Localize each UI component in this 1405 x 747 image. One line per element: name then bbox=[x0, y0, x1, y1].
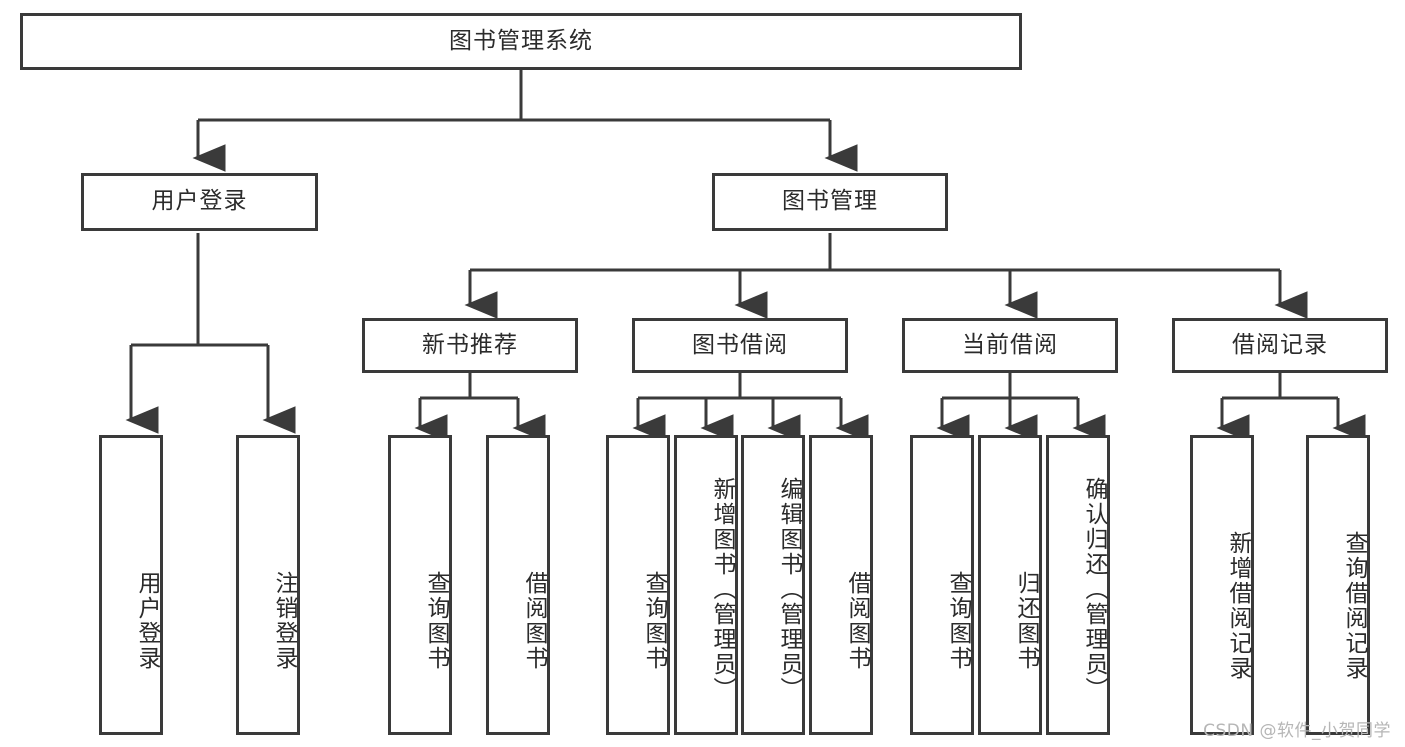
leaf-user-login-0[interactable]: 用户登录 bbox=[99, 435, 163, 735]
node-new-book-recommend-label: 新书推荐 bbox=[422, 331, 518, 358]
node-book-manage[interactable]: 图书管理 bbox=[712, 173, 948, 231]
leaf-current-borrow-2[interactable]: 确认归还（管理员） bbox=[1046, 435, 1110, 735]
leaf-book-borrow-0[interactable]: 查询图书 bbox=[606, 435, 670, 735]
leaf-book-borrow-3-label: 借阅图书 bbox=[844, 571, 870, 671]
leaf-book-borrow-0-label: 查询图书 bbox=[641, 571, 667, 671]
leaf-book-borrow-1[interactable]: 新增图书（管理员） bbox=[674, 435, 738, 735]
node-book-borrow-label: 图书借阅 bbox=[692, 331, 788, 358]
leaf-current-borrow-1-label: 归还图书 bbox=[1013, 571, 1039, 671]
leaf-book-borrow-1-label: 新增图书（管理员） bbox=[709, 476, 735, 702]
node-user-login[interactable]: 用户登录 bbox=[81, 173, 318, 231]
leaf-new-book-0-label: 查询图书 bbox=[423, 571, 449, 671]
leaf-borrow-records-0-label: 新增借阅记录 bbox=[1225, 531, 1251, 681]
node-root[interactable]: 图书管理系统 bbox=[20, 13, 1022, 70]
leaf-user-login-0-label: 用户登录 bbox=[134, 571, 160, 671]
leaf-current-borrow-0[interactable]: 查询图书 bbox=[910, 435, 974, 735]
node-new-book-recommend[interactable]: 新书推荐 bbox=[362, 318, 578, 373]
leaf-book-borrow-3[interactable]: 借阅图书 bbox=[809, 435, 873, 735]
leaf-current-borrow-2-label: 确认归还（管理员） bbox=[1081, 476, 1107, 702]
leaf-borrow-records-0[interactable]: 新增借阅记录 bbox=[1190, 435, 1254, 735]
node-book-manage-label: 图书管理 bbox=[782, 188, 878, 215]
node-borrow-records[interactable]: 借阅记录 bbox=[1172, 318, 1388, 373]
node-book-borrow[interactable]: 图书借阅 bbox=[632, 318, 848, 373]
leaf-user-login-1[interactable]: 注销登录 bbox=[236, 435, 300, 735]
node-root-label: 图书管理系统 bbox=[449, 27, 593, 54]
leaf-new-book-1-label: 借阅图书 bbox=[521, 571, 547, 671]
leaf-new-book-1[interactable]: 借阅图书 bbox=[486, 435, 550, 735]
leaf-book-borrow-2[interactable]: 编辑图书（管理员） bbox=[741, 435, 805, 735]
leaf-current-borrow-0-label: 查询图书 bbox=[945, 571, 971, 671]
watermark-text: CSDN @软件_小贺同学 bbox=[1203, 721, 1391, 741]
leaf-current-borrow-1[interactable]: 归还图书 bbox=[978, 435, 1042, 735]
leaf-new-book-0[interactable]: 查询图书 bbox=[388, 435, 452, 735]
node-borrow-records-label: 借阅记录 bbox=[1232, 331, 1328, 358]
leaf-book-borrow-2-label: 编辑图书（管理员） bbox=[776, 476, 802, 702]
leaf-borrow-records-1[interactable]: 查询借阅记录 bbox=[1306, 435, 1370, 735]
leaf-borrow-records-1-label: 查询借阅记录 bbox=[1341, 531, 1367, 681]
node-user-login-label: 用户登录 bbox=[151, 188, 248, 215]
node-current-borrow[interactable]: 当前借阅 bbox=[902, 318, 1118, 373]
node-current-borrow-label: 当前借阅 bbox=[962, 331, 1058, 358]
leaf-user-login-1-label: 注销登录 bbox=[271, 571, 297, 671]
